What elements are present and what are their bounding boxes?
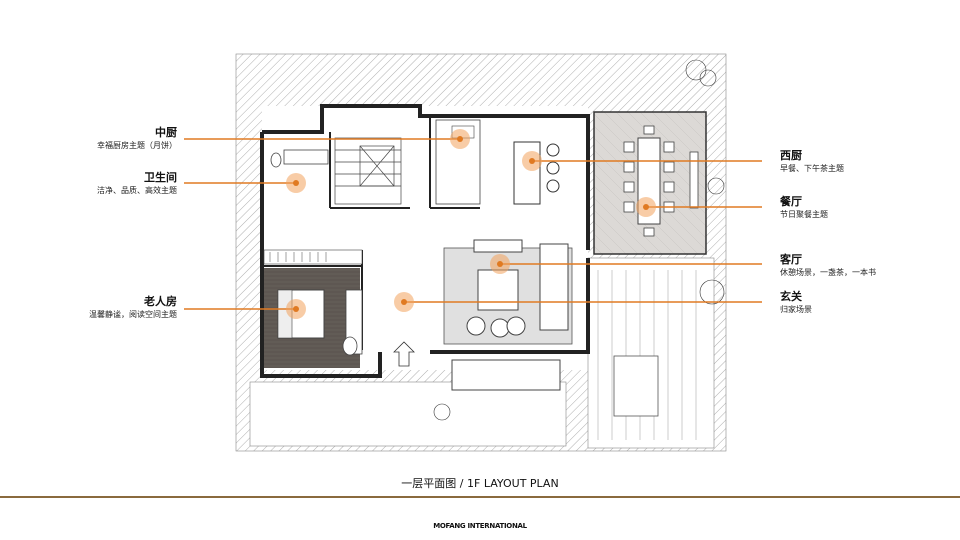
label-dining: 餐厅 节日聚餐主题 (780, 195, 828, 220)
bathtub (283, 149, 329, 165)
plan-caption: 一层平面图 / 1F LAYOUT PLAN (401, 477, 559, 490)
footer-divider (0, 496, 960, 498)
sideboard (689, 151, 699, 209)
label-title: 中厨 (155, 126, 177, 139)
toilet (270, 152, 282, 168)
entry-mat (451, 359, 561, 391)
label-subtitle: 休憩场景，一盏茶，一本书 (780, 268, 876, 277)
label-title: 餐厅 (780, 195, 802, 208)
entrance-arrow-icon (393, 341, 415, 367)
label-title: 西厨 (780, 149, 802, 162)
label-subtitle: 早餐、下午茶主题 (780, 164, 844, 173)
label-kitchen-cn: 中厨 幸福厨房主题（月饼） (97, 126, 177, 151)
label-kitchen-west: 西厨 早餐、下午茶主题 (780, 149, 844, 174)
terrace-south (249, 381, 567, 447)
kitchen-island (513, 141, 541, 205)
label-living: 客厅 休憩场景，一盏茶，一本书 (780, 253, 876, 278)
label-title: 客厅 (780, 253, 802, 266)
label-subtitle: 洁净、品质、高效主题 (97, 186, 177, 195)
label-title: 卫生间 (144, 171, 177, 184)
staircase (334, 137, 402, 205)
label-foyer: 玄关 归家场景 (780, 290, 812, 315)
label-subtitle: 温馨静谧，阅读空间主题 (89, 310, 177, 319)
porch-planter (613, 355, 659, 417)
label-subtitle: 幸福厨房主题（月饼） (97, 141, 177, 150)
wardrobe (263, 249, 363, 265)
sofa (539, 243, 569, 331)
shrub-icon (433, 59, 725, 421)
label-title: 玄关 (780, 290, 802, 303)
label-title: 老人房 (144, 295, 177, 308)
brand-wordmark: MOFANG INTERNATIONAL (433, 522, 527, 530)
living-bench (473, 239, 523, 253)
label-subtitle: 节日聚餐主题 (780, 210, 828, 219)
coffee-table (477, 269, 519, 311)
label-bathroom: 卫生间 洁净、品质、高效主题 (97, 171, 177, 196)
porch-right (587, 257, 715, 449)
label-subtitle: 归家场景 (780, 305, 812, 314)
label-elder-room: 老人房 温馨静谧，阅读空间主题 (89, 295, 177, 320)
